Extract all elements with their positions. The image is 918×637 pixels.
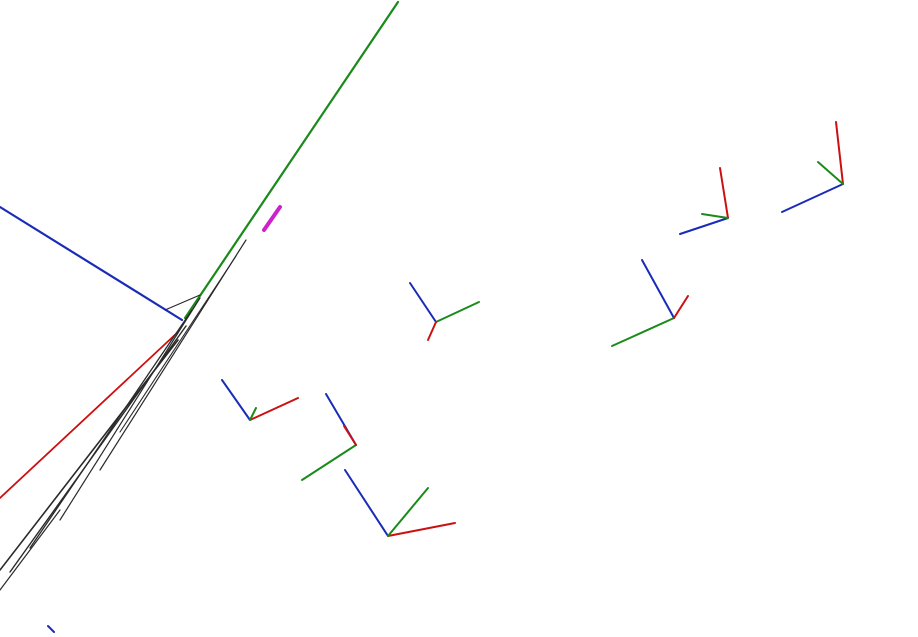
frame-6-y-axis bbox=[701, 213, 729, 219]
frame-3-x-axis bbox=[343, 425, 357, 446]
frame-8-z-axis bbox=[47, 625, 55, 633]
frame-1 bbox=[409, 282, 480, 341]
frame-4 bbox=[344, 469, 456, 537]
frame-7 bbox=[781, 121, 844, 213]
frame-7-x-axis bbox=[835, 121, 844, 185]
frame-3-y-axis bbox=[301, 444, 357, 481]
frame-8 bbox=[47, 625, 55, 633]
frame-5 bbox=[611, 259, 689, 347]
frame-5-z-axis bbox=[641, 259, 675, 319]
frame-1-z-axis bbox=[409, 282, 437, 323]
ground-line-7 bbox=[164, 294, 201, 311]
frame-1-x-axis bbox=[427, 321, 437, 341]
frame-2-z-axis bbox=[221, 379, 251, 421]
frame-2-x-axis bbox=[249, 397, 299, 421]
frame-4-y-axis bbox=[387, 487, 429, 537]
frame-6 bbox=[679, 167, 729, 235]
frame-5-x-axis bbox=[673, 295, 689, 319]
frame-6-x-axis bbox=[719, 167, 729, 219]
frame-7-y-axis bbox=[817, 161, 844, 185]
world-x-axis bbox=[0, 331, 179, 499]
ground-line-8 bbox=[0, 509, 61, 591]
ground-line-3 bbox=[29, 309, 193, 549]
frame-4-z-axis bbox=[344, 469, 389, 537]
frame-5-y-axis bbox=[611, 317, 675, 347]
frame-3 bbox=[301, 393, 357, 481]
frame-2-y-axis bbox=[249, 407, 257, 421]
frame-6-z-axis bbox=[679, 217, 729, 235]
marker-segment bbox=[262, 205, 282, 232]
ground-line-6 bbox=[119, 255, 237, 433]
world-y-axis bbox=[183, 0, 400, 320]
world-z-axis bbox=[0, 205, 184, 322]
frame-7-z-axis bbox=[781, 183, 844, 213]
frame-1-y-axis bbox=[435, 301, 480, 323]
frame-4-x-axis bbox=[387, 522, 456, 537]
ground-line-4 bbox=[59, 297, 201, 521]
frame-world-origin bbox=[0, 0, 400, 591]
frame-2 bbox=[221, 379, 299, 421]
